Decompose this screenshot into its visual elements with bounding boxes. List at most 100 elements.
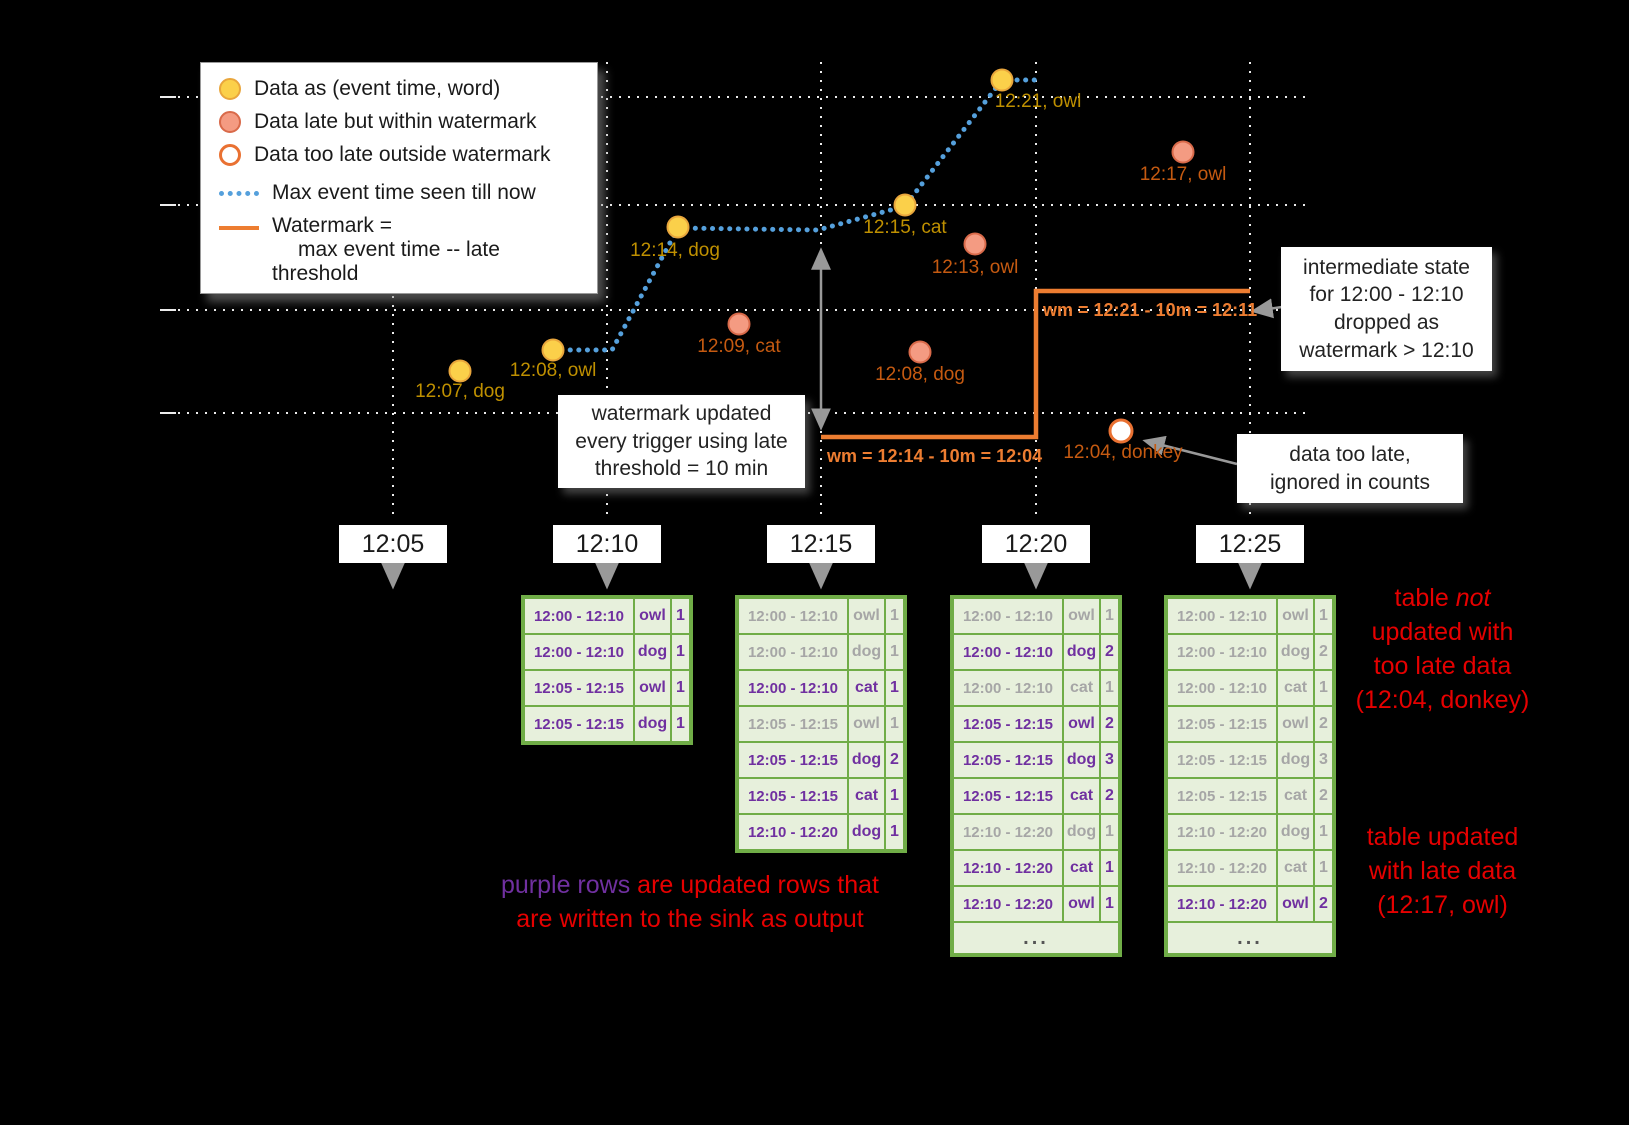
cell-word: dog	[634, 706, 671, 742]
callout-line: watermark updated	[591, 401, 772, 425]
callout-line: intermediate state	[1303, 255, 1470, 279]
dotted-line-icon	[219, 190, 259, 196]
data-point-label: 12:08, owl	[509, 360, 597, 381]
data-point-label: 12:07, dog	[415, 381, 505, 402]
data-point-label: 12:13, owl	[931, 257, 1019, 278]
legend: Data as (event time, word) Data late but…	[200, 62, 598, 294]
note-updated-late: table updated with late data (12:17, owl…	[1340, 820, 1545, 922]
time-label-1225: 12:25	[1196, 525, 1304, 563]
cell-word: owl	[634, 598, 671, 634]
watermark-value-label-1215: wm = 12:14 - 10m = 12:04	[827, 446, 1043, 466]
cell-count: 1	[1100, 814, 1119, 850]
cell-word: dog	[1277, 742, 1314, 778]
note-line: with late data	[1368, 857, 1517, 885]
callout-too-late: data too late, ignored in counts	[1237, 434, 1463, 503]
cell-count: 1	[1100, 598, 1119, 634]
note-line-part: table	[1394, 584, 1449, 612]
cell-window: 12:00 - 12:10	[953, 634, 1063, 670]
data-point-label: 12:15, cat	[863, 217, 947, 238]
cell-window: 12:05 - 12:15	[953, 742, 1063, 778]
cell-word: dog	[1277, 634, 1314, 670]
on-time-dot-icon	[219, 78, 241, 100]
legend-label: Max event time seen till now	[272, 181, 536, 204]
note-line: purple rows are updated rows that	[470, 868, 910, 902]
cell-count: 1	[1314, 598, 1333, 634]
cell-count: 1	[671, 634, 690, 670]
callout-watermark-trigger: watermark updated every trigger using la…	[558, 395, 805, 488]
cell-word: owl	[1277, 886, 1314, 922]
cell-count: 2	[1100, 778, 1119, 814]
too-late-dot-icon	[219, 144, 241, 166]
too-late-arrow	[1142, 435, 1238, 466]
note-line: are written to the sink as output	[516, 905, 864, 933]
cell-window: 12:05 - 12:15	[1167, 706, 1277, 742]
cell-word: cat	[1277, 850, 1314, 886]
note-line: (12:04, donkey)	[1355, 686, 1530, 714]
cell-count: 1	[885, 634, 904, 670]
legend-item-on-time: Data as (event time, word)	[219, 77, 581, 101]
cell-count: 1	[1314, 850, 1333, 886]
note-line-italic: not	[1455, 584, 1491, 612]
cell-word: owl	[1063, 886, 1100, 922]
note-line-rest: are updated rows that	[630, 871, 879, 899]
cell-count: 1	[1100, 886, 1119, 922]
event-time-axis-ticks	[160, 96, 176, 414]
cell-window: 12:05 - 12:15	[1167, 778, 1277, 814]
cell-count: 3	[1100, 742, 1119, 778]
watermark-value-label-1225: wm = 12:21 - 10m = 12:11	[1043, 300, 1258, 320]
time-label-1220: 12:20	[982, 525, 1090, 563]
cell-window: 12:05 - 12:15	[524, 706, 634, 742]
cell-word: dog	[848, 814, 885, 850]
cell-word: cat	[1277, 670, 1314, 706]
cell-window: 12:10 - 12:20	[1167, 850, 1277, 886]
cell-word: owl	[1277, 706, 1314, 742]
cell-count: 1	[671, 706, 690, 742]
cell-count: 2	[1100, 706, 1119, 742]
cell-count: 2	[1314, 706, 1333, 742]
cell-word: cat	[1063, 670, 1100, 706]
cell-word: owl	[1277, 598, 1314, 634]
cell-count: 1	[671, 670, 690, 706]
legend-label: Watermark = max event time -- late thres…	[272, 214, 581, 286]
cell-window: 12:05 - 12:15	[738, 778, 848, 814]
callout-line: dropped as	[1333, 311, 1440, 334]
cell-word: owl	[634, 670, 671, 706]
callout-state-dropped: intermediate state for 12:00 - 12:10 dro…	[1281, 247, 1492, 371]
cell-window: 12:05 - 12:15	[953, 778, 1063, 814]
cell-count: 1	[885, 706, 904, 742]
cell-count: 1	[885, 598, 904, 634]
cell-window: 12:10 - 12:20	[738, 814, 848, 850]
legend-item-watermark: Watermark = max event time -- late thres…	[219, 214, 581, 286]
cell-word: cat	[848, 778, 885, 814]
cell-window: 12:05 - 12:15	[738, 706, 848, 742]
cell-window: 12:00 - 12:10	[953, 598, 1063, 634]
cell-count: 2	[1314, 634, 1333, 670]
cell-word: cat	[1063, 850, 1100, 886]
max-event-time-line	[550, 77, 1045, 353]
cell-window: 12:10 - 12:20	[1167, 814, 1277, 850]
cell-word: dog	[1277, 814, 1314, 850]
data-point-on-time	[893, 193, 917, 217]
callout-line: ignored in counts	[1270, 470, 1430, 494]
